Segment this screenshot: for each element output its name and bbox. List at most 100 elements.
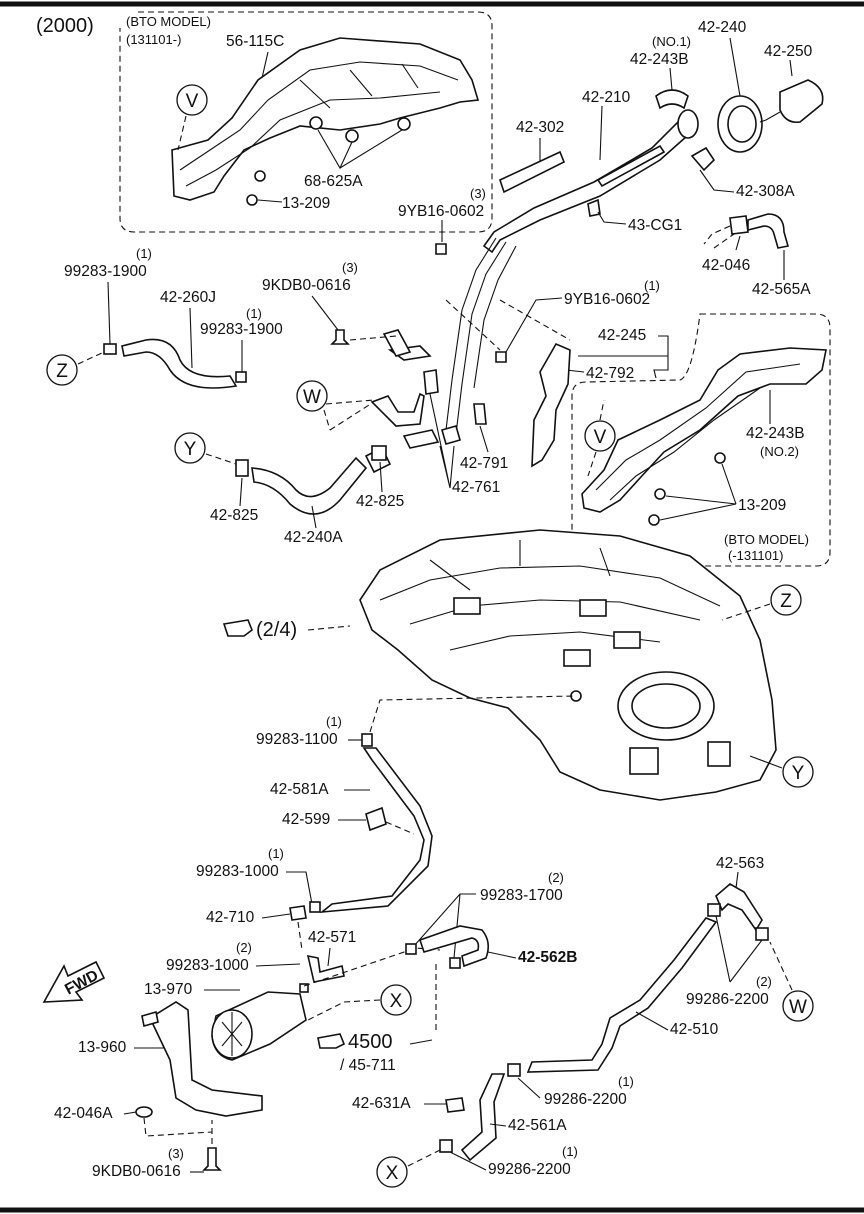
label-42-240: 42-240	[698, 19, 747, 36]
label-no2: (NO.2)	[760, 444, 799, 459]
leader-42-250	[789, 59, 793, 77]
tank-pocket-2	[707, 741, 731, 767]
dash-v-top	[177, 115, 187, 151]
bto-right-box	[571, 313, 831, 567]
label-q2a: (2)	[236, 940, 252, 955]
label-no1: (NO.1)	[652, 34, 691, 49]
label-42-561a: 42-561A	[508, 1117, 567, 1134]
canister-end-detail	[221, 1012, 243, 1056]
leader-y-right	[749, 755, 783, 769]
dash-center-a	[349, 299, 571, 351]
hose-42-510	[526, 917, 718, 1073]
bolt-9yb-a	[435, 243, 447, 255]
label-q3b: (3)	[342, 260, 358, 275]
hand-icon-4500	[317, 1033, 346, 1049]
bto-top-line1: (BTO MODEL)	[126, 14, 211, 29]
dash-x-bottom	[407, 1149, 441, 1167]
filler-ring-inner	[727, 105, 757, 143]
leader-42-571	[327, 947, 331, 967]
circle-z-left-text: Z	[56, 361, 68, 382]
valve-42-761	[423, 369, 439, 395]
clip-42-308a	[690, 146, 716, 172]
label-99283-1700: 99283-1700	[480, 887, 563, 904]
circle-x-mid	[380, 984, 412, 1016]
leader-42-046a	[123, 1111, 137, 1115]
label-56-115c: 56-115C	[226, 33, 284, 50]
label-99283-1100: 99283-1100	[256, 731, 338, 748]
label-42-308a: 42-308A	[736, 183, 795, 200]
label-42-260j: 42-260J	[160, 289, 216, 306]
label-42-571: 42-571	[308, 929, 356, 946]
label-42-563: 42-563	[716, 855, 764, 872]
fwd-arrow-icon	[42, 960, 106, 1003]
label-q1c: (1)	[644, 278, 660, 293]
leader-43-cg1	[597, 211, 627, 225]
label-99286-2200-a: 99286-2200	[686, 991, 769, 1008]
leader-42-240	[729, 37, 741, 97]
leader-42-825-a	[239, 477, 243, 507]
filler-cap	[779, 79, 824, 124]
leader-99286-2200-a	[715, 915, 763, 983]
heat-shield-clip-3	[397, 117, 411, 131]
dash-99283-1100	[369, 695, 575, 733]
circle-y-mid	[174, 432, 206, 464]
tank-pad-4	[613, 631, 641, 649]
tank-pocket-1	[629, 747, 659, 775]
circle-w-mid-text: W	[303, 387, 321, 408]
label-9yb-a: 9YB16-0602	[398, 203, 484, 220]
circle-y-mid-text: Y	[184, 439, 197, 460]
leader-42-046	[735, 235, 741, 251]
label-99283-1000-b: 99283-1000	[166, 957, 249, 974]
hose-42-240a	[251, 456, 368, 515]
leader-42-260j	[189, 307, 193, 369]
hose-42-563	[715, 883, 763, 932]
ref-4500-label: 4500	[348, 1031, 393, 1053]
pipe-w-mid	[370, 392, 425, 427]
heat-shield-bolt-2	[246, 194, 258, 206]
hose-42-761-lower	[402, 429, 440, 449]
heat-shield-bolt-1	[254, 170, 266, 182]
hand-icon-top	[222, 619, 253, 637]
leader-99283-1000-b	[255, 963, 301, 967]
label-9kdb-b: 9KDB0-0616	[92, 1163, 181, 1180]
label-99286-2200-b: 99286-2200	[544, 1091, 627, 1108]
label-q1b: (1)	[246, 306, 262, 321]
dash-x-mid	[303, 947, 441, 1032]
label-42-240a: 42-240A	[284, 529, 343, 546]
leader-42-791	[479, 425, 489, 453]
label-q3c: (3)	[168, 1146, 184, 1161]
clip-right-1	[714, 452, 726, 464]
bolt-9kdb-b	[202, 1147, 222, 1171]
label-42-210: 42-210	[582, 89, 631, 106]
bracket-13-960	[148, 1001, 263, 1117]
bracket-43-cg1	[587, 198, 601, 217]
leader-42-510	[635, 1011, 669, 1031]
label-99283-1900-b: 99283-1900	[200, 321, 283, 338]
heat-shield-clip-1	[309, 116, 323, 130]
filler-pipe-breather	[596, 144, 666, 188]
hose-42-260j	[121, 338, 238, 389]
leader-42-561a	[489, 1123, 507, 1127]
hose-42-581a	[319, 747, 433, 914]
ref-45711-label: / 45-711	[340, 1057, 396, 1074]
valve-42-710	[289, 905, 307, 921]
label-q1a: (1)	[136, 246, 152, 261]
filler-cap-tether	[759, 111, 781, 123]
bto-top-line2: (131101-)	[126, 32, 181, 47]
circle-v-top	[176, 84, 208, 116]
clamp-99283-1700-b	[449, 957, 461, 969]
leader-99283-1000-a	[286, 871, 313, 905]
clamp-99283-1900-b	[235, 371, 247, 383]
label-42-510: 42-510	[670, 1021, 719, 1038]
label-42-245: 42-245	[598, 327, 646, 344]
fuel-tank-top-ridges	[379, 540, 721, 651]
heat-shield-clip-2	[345, 129, 359, 143]
label-q1g: (1)	[562, 1144, 578, 1159]
tank-pad-2	[579, 599, 607, 617]
circle-x-bottom	[376, 1156, 408, 1188]
leader-13-209-top	[257, 199, 283, 203]
label-42-631a: 42-631A	[352, 1095, 411, 1112]
dash-y-mid	[205, 453, 237, 465]
label-13-960: 13-960	[78, 1039, 127, 1056]
leader-ref-4500	[409, 1039, 433, 1045]
